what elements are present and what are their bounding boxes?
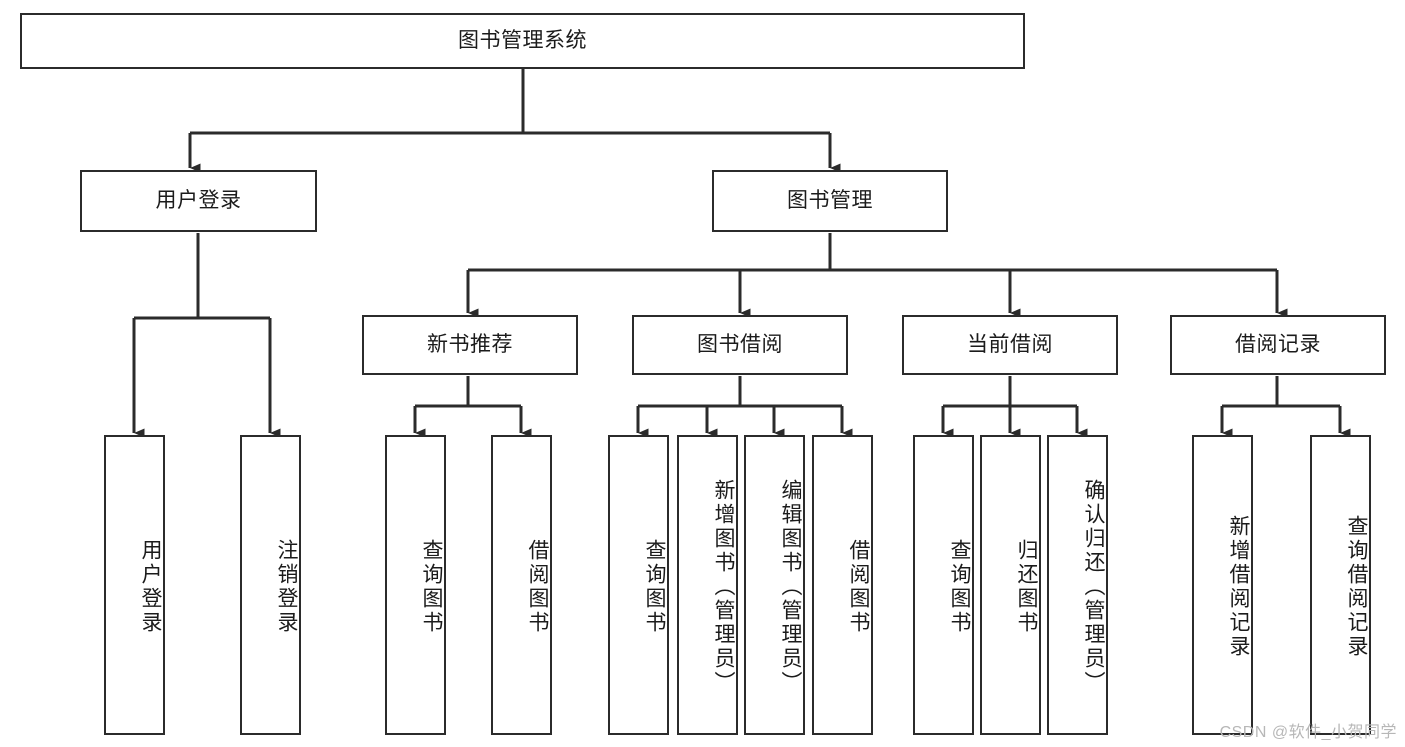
watermark-text: CSDN @软件_小贺同学 (1219, 724, 1397, 741)
node-current-borrow-label: 当前借阅 (967, 333, 1053, 357)
leaf-return-book-label: 归还图书 (1015, 539, 1038, 635)
node-root-system[interactable]: 图书管理系统 (20, 13, 1025, 69)
leaf-borrow-book-2[interactable]: 借阅图书 (812, 435, 873, 735)
leaf-borrow-book-2-label: 借阅图书 (847, 539, 870, 635)
leaf-query-book-3-label: 查询图书 (948, 539, 971, 635)
leaf-query-book-1[interactable]: 查询图书 (385, 435, 446, 735)
leaf-add-record-label: 新增借阅记录 (1227, 515, 1250, 659)
node-current-borrow[interactable]: 当前借阅 (902, 315, 1118, 375)
leaf-add-book[interactable]: 新增图书（管理员） (677, 435, 738, 735)
node-user-login-label: 用户登录 (155, 189, 242, 213)
node-new-book-recommend[interactable]: 新书推荐 (362, 315, 578, 375)
leaf-query-book-2-label: 查询图书 (643, 539, 666, 635)
leaf-query-record[interactable]: 查询借阅记录 (1310, 435, 1371, 735)
leaf-query-book-3[interactable]: 查询图书 (913, 435, 974, 735)
leaf-edit-book-label: 编辑图书（管理员） (779, 479, 802, 695)
node-book-borrow-label: 图书借阅 (697, 333, 783, 357)
leaf-add-record[interactable]: 新增借阅记录 (1192, 435, 1253, 735)
node-new-book-recommend-label: 新书推荐 (427, 333, 513, 357)
leaf-confirm-return[interactable]: 确认归还（管理员） (1047, 435, 1108, 735)
leaf-return-book[interactable]: 归还图书 (980, 435, 1041, 735)
leaf-borrow-book-1[interactable]: 借阅图书 (491, 435, 552, 735)
leaf-edit-book[interactable]: 编辑图书（管理员） (744, 435, 805, 735)
leaf-query-book-2[interactable]: 查询图书 (608, 435, 669, 735)
node-borrow-record-label: 借阅记录 (1235, 333, 1321, 357)
leaf-borrow-book-1-label: 借阅图书 (526, 539, 549, 635)
node-book-management-label: 图书管理 (787, 189, 873, 213)
leaf-user-login[interactable]: 用户登录 (104, 435, 165, 735)
leaf-logout-login-label: 注销登录 (275, 539, 298, 635)
leaf-confirm-return-label: 确认归还（管理员） (1082, 479, 1105, 695)
leaf-query-book-1-label: 查询图书 (420, 539, 443, 635)
leaf-query-record-label: 查询借阅记录 (1345, 515, 1368, 659)
node-user-login[interactable]: 用户登录 (80, 170, 317, 232)
leaf-logout-login[interactable]: 注销登录 (240, 435, 301, 735)
node-book-borrow[interactable]: 图书借阅 (632, 315, 848, 375)
leaf-add-book-label: 新增图书（管理员） (712, 479, 735, 695)
node-borrow-record[interactable]: 借阅记录 (1170, 315, 1386, 375)
node-root-label: 图书管理系统 (458, 29, 587, 53)
node-book-management[interactable]: 图书管理 (712, 170, 948, 232)
leaf-user-login-label: 用户登录 (139, 539, 162, 635)
